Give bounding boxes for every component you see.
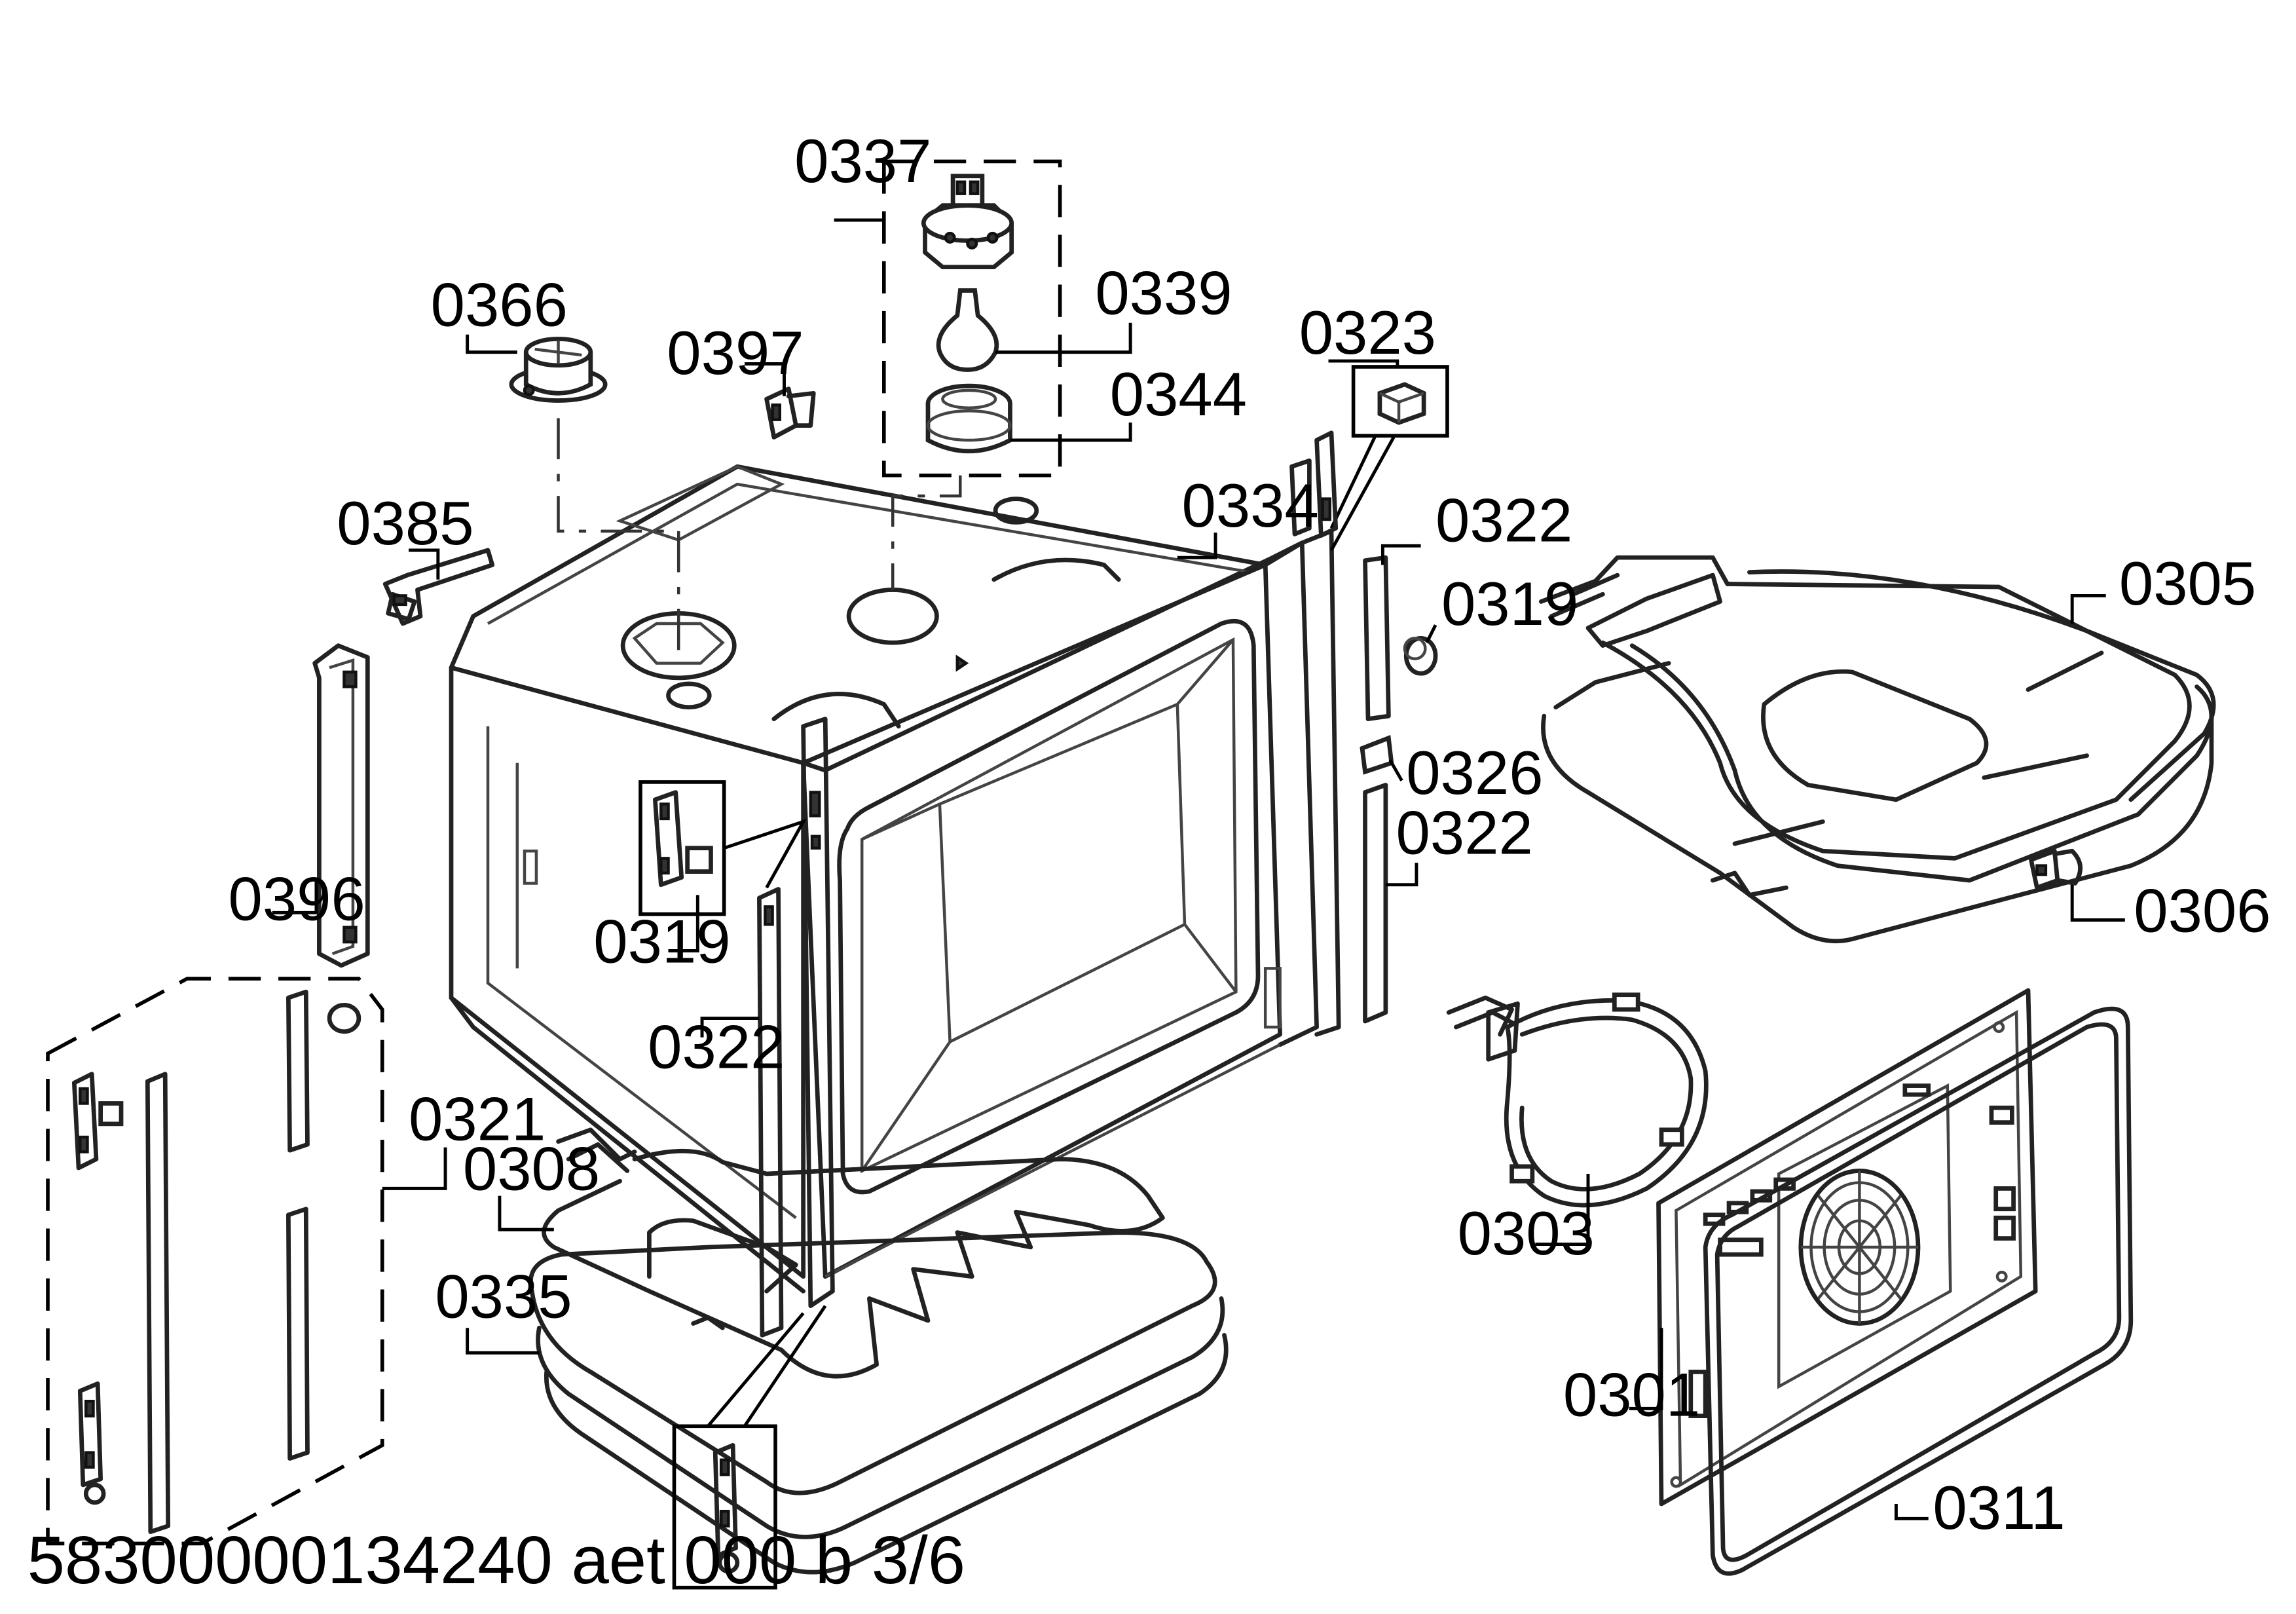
label-0326: 0326 (1406, 738, 1543, 807)
label-0308: 0308 (463, 1135, 600, 1203)
lamp-socket-0337 (921, 174, 1014, 270)
label-0321: 0321 (409, 1084, 546, 1153)
rail-box-bottom (672, 1305, 827, 1590)
label-0366: 0366 (431, 270, 568, 339)
lamp-cover-0344 (925, 383, 1012, 454)
seal-strip-0322-upper (1363, 555, 1391, 721)
drawing-footer-code: 58300000134240 aet 000 b 3/6 (28, 1522, 965, 1598)
grill-heater-0305 (1538, 555, 2216, 944)
label-0319-left: 0319 (593, 907, 730, 975)
bracket-0397 (764, 386, 816, 440)
label-0322-upper: 0322 (1435, 486, 1572, 555)
leader-lines (272, 218, 2125, 1520)
seal-strip-0322-lower (1363, 783, 1388, 1024)
lamp-assembly-group (882, 159, 1062, 590)
clip-0326 (1360, 735, 1394, 775)
label-0385: 0385 (337, 489, 473, 557)
ring-heater-0303 (1446, 992, 1709, 1208)
label-0303: 0303 (1458, 1199, 1595, 1267)
label-0323: 0323 (1299, 298, 1436, 367)
lamp-bulb-0339 (936, 288, 999, 372)
right-upper-bracket (1289, 430, 1339, 538)
bottom-heater-0308 (542, 1127, 1165, 1379)
clip-box-0323 (1329, 365, 1449, 552)
label-0397: 0397 (667, 318, 804, 387)
rail-kit-0321 (46, 977, 384, 1546)
label-0319-right: 0319 (1441, 569, 1578, 638)
seal-strip-0322-center (757, 887, 784, 1338)
front-left-rail (801, 717, 835, 1308)
insulation-mat-0335 (528, 1230, 1229, 1575)
label-0306: 0306 (2134, 876, 2270, 945)
label-0339: 0339 (1095, 258, 1232, 327)
clip-0306 (2029, 848, 2083, 890)
label-0334: 0334 (1182, 471, 1319, 540)
label-0337: 0337 (794, 126, 931, 195)
part-labels: 0337 0339 0344 0366 0397 0323 0334 0385 … (229, 126, 2271, 1542)
knob-0319 (1403, 636, 1438, 676)
door-gasket-0311 (1703, 1006, 2134, 1576)
label-0311: 0311 (1933, 1473, 2065, 1542)
label-0322-center: 0322 (648, 1013, 785, 1081)
lamp-assembly-dashed-box (882, 159, 1062, 478)
label-0301: 0301 (1563, 1361, 1700, 1429)
feedthrough-cap-0366 (509, 337, 680, 661)
side-rail-0396 (312, 643, 370, 968)
rear-panel-0301 (1656, 988, 2038, 1507)
label-0344: 0344 (1110, 360, 1247, 428)
label-0335: 0335 (435, 1262, 572, 1331)
label-0322-lower: 0322 (1396, 798, 1533, 867)
clip-box-0319 (639, 780, 807, 916)
label-0396: 0396 (229, 864, 365, 933)
label-0305: 0305 (2119, 549, 2256, 618)
hinge-bracket-0385 (382, 548, 495, 626)
